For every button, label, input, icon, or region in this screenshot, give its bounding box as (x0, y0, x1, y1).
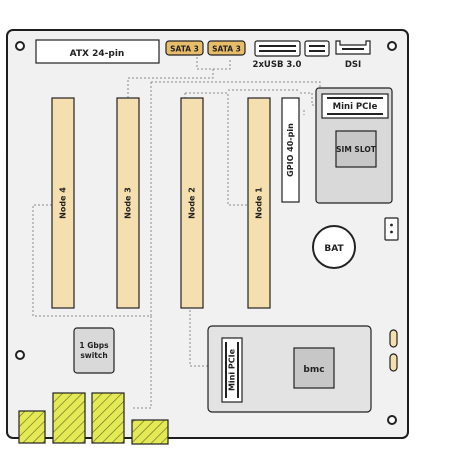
io-connector-4 (131, 419, 169, 445)
atx-24pin-connector (35, 39, 160, 64)
node-4-label: Node 4 (59, 187, 68, 219)
bottom-io-connectors (18, 392, 169, 445)
mounting-hole-bottom-right (387, 415, 397, 425)
io-connector-2 (52, 392, 86, 444)
bmc-label: bmc (303, 365, 324, 375)
io-connector-3 (91, 392, 125, 444)
node-slots (51, 97, 271, 309)
sata-connector-2 (207, 40, 246, 56)
mounting-hole-mid-left (15, 350, 25, 360)
mini-pcie-top-pins (327, 97, 383, 115)
mini-pcie-bottom-label: Mini PCIe (228, 348, 237, 391)
led-1 (389, 329, 398, 348)
gpio-label: GPIO 40-pin (286, 123, 295, 177)
switch-label-line2: switch (80, 351, 107, 360)
usb-small-connector (304, 40, 330, 57)
mini-pcie-top-label: Mini PCIe (333, 102, 378, 112)
battery-label: BAT (324, 244, 344, 254)
node-4-slot (51, 97, 75, 309)
mounting-hole-top-left (15, 41, 25, 51)
gbps-switch (73, 327, 115, 374)
gpio-header (281, 97, 300, 203)
battery (312, 225, 356, 269)
node-1-label: Node 1 (255, 187, 264, 219)
jumper (384, 217, 399, 241)
node-3-slot (116, 97, 140, 309)
usb-header-pins (259, 45, 296, 52)
node-3-label: Node 3 (124, 187, 133, 219)
usb-header (254, 40, 301, 57)
node-2-slot (180, 97, 204, 309)
sata-2-label: SATA 3 (212, 45, 241, 54)
node-2-label: Node 2 (188, 187, 197, 219)
mounting-hole-top-right (387, 41, 397, 51)
node-1-slot (247, 97, 271, 309)
switch-label-line1: 1 Gbps (79, 341, 109, 350)
led-2 (389, 353, 398, 372)
bmc-chip (293, 347, 335, 389)
sata-1-label: SATA 3 (170, 45, 199, 54)
io-connector-1 (18, 410, 46, 444)
atx-label: ATX 24-pin (70, 49, 125, 59)
dsi-label: DSI (345, 60, 361, 70)
dotted-connections (32, 57, 322, 409)
sata-connector-1 (165, 40, 204, 56)
usb-label: 2xUSB 3.0 (253, 60, 302, 70)
sim-slot (335, 130, 377, 168)
dsi-connector (335, 40, 371, 55)
mini-pcie-bottom-pins (225, 342, 239, 398)
sim-slot-label: SIM SLOT (336, 145, 377, 154)
